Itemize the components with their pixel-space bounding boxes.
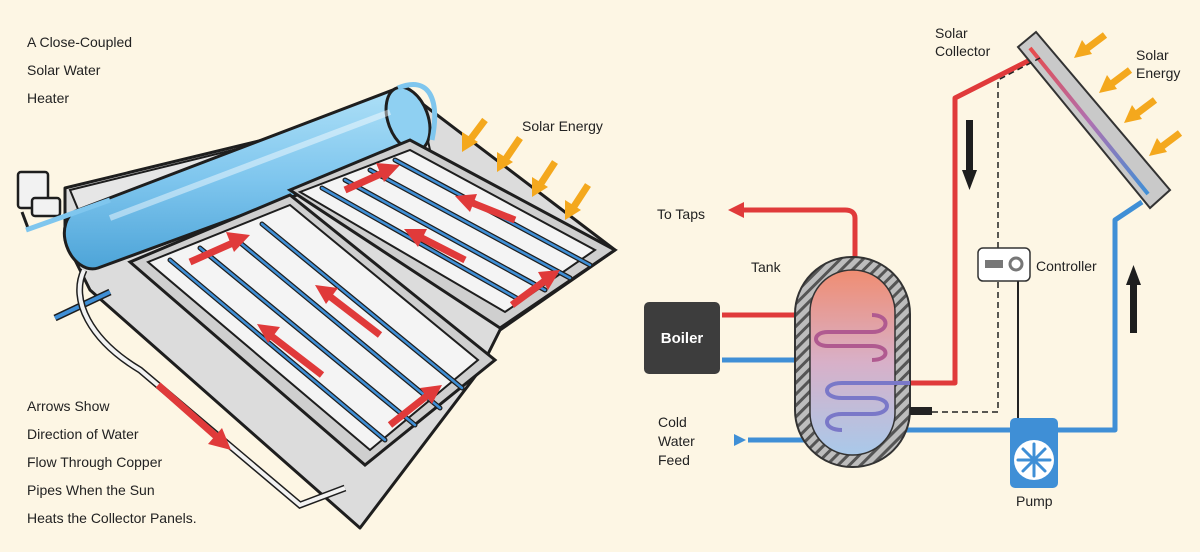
upper-heat-coil (814, 313, 888, 362)
solar-energy-label-right: Solar Energy (1136, 46, 1180, 82)
title-line: A Close-Coupled (27, 34, 133, 50)
flow-arrow (387, 385, 442, 428)
sun-arrow-icon (1099, 67, 1133, 93)
title-line: Solar Water (27, 62, 101, 78)
solar-schematic (722, 30, 1183, 488)
flow-caption: Arrows Show Direction of Water Flow Thro… (27, 396, 197, 536)
collector-panel-front (127, 193, 498, 467)
storage-tank (62, 82, 438, 271)
to-taps-pipe (742, 207, 858, 268)
caption-line: Flow Through Copper (27, 454, 163, 470)
sun-arrow-icon (532, 160, 558, 197)
pump-unit (1010, 418, 1058, 488)
cold-feed-arrow-icon (734, 434, 746, 446)
controller-label: Controller (1036, 258, 1097, 274)
title-line: Heater (27, 90, 70, 106)
pump-fan-icon (1016, 442, 1052, 478)
solar-energy-label-left: Solar Energy (522, 118, 603, 134)
cold-water-feed-label: Cold Water Feed (658, 413, 695, 470)
up-arrow-icon (1126, 265, 1141, 333)
pump-label: Pump (1016, 493, 1053, 509)
solar-energy-line: Solar (1136, 47, 1169, 63)
solar-energy-line: Energy (1136, 65, 1181, 81)
sun-arrow-icon (1074, 32, 1108, 58)
sensor-dashed-line (932, 57, 1041, 413)
tap-icon (16, 170, 111, 233)
flow-arrows (155, 163, 560, 450)
title-caption: A Close-Coupled Solar Water Heater (27, 32, 132, 116)
to-taps-label: To Taps (657, 206, 705, 222)
solar-collector-label: Solar Collector (935, 24, 990, 60)
flow-arrow (343, 163, 400, 194)
tank-sensor (910, 407, 932, 415)
lower-solar-coil (825, 381, 910, 432)
down-arrow-icon (962, 120, 977, 190)
sun-arrow-icon (497, 136, 523, 172)
solar-collector-panel (1016, 30, 1172, 210)
sun-arrows-right (1074, 32, 1183, 156)
boiler-unit: Boiler (644, 302, 720, 374)
boiler-label: Boiler (660, 329, 704, 347)
sun-arrow-icon (1149, 130, 1183, 156)
sun-arrow-icon (462, 117, 488, 152)
solar-collector-line: Collector (935, 43, 991, 59)
flow-arrow (404, 229, 467, 264)
storage-tank-cylinder (794, 256, 911, 468)
cold-pipe-from-collector (1055, 199, 1144, 433)
flow-arrow (455, 194, 517, 224)
caption-line: Arrows Show (27, 398, 110, 414)
caption-line: Heats the Collector Panels. (27, 510, 197, 526)
solar-collector-line: Solar (935, 25, 968, 41)
flow-arrow (257, 324, 325, 378)
controller-unit (977, 247, 1031, 282)
flow-arrow (509, 270, 560, 308)
sun-arrows-left (462, 117, 591, 220)
cold-water-feed-line: Feed (658, 452, 690, 468)
sun-arrow-icon (565, 183, 591, 220)
hot-pipe-to-collector (910, 57, 1032, 386)
close-coupled-heater-illustration (16, 82, 618, 530)
caption-line: Direction of Water (27, 426, 139, 442)
flow-arrow (188, 232, 250, 266)
cold-water-feed-line: Water (658, 433, 695, 449)
sun-arrow-icon (1124, 97, 1158, 123)
caption-line: Pipes When the Sun (27, 482, 155, 498)
flow-arrow (315, 285, 383, 338)
tank-label: Tank (751, 259, 781, 275)
flow-arrow (155, 382, 231, 450)
cold-water-feed-line: Cold (658, 414, 687, 430)
